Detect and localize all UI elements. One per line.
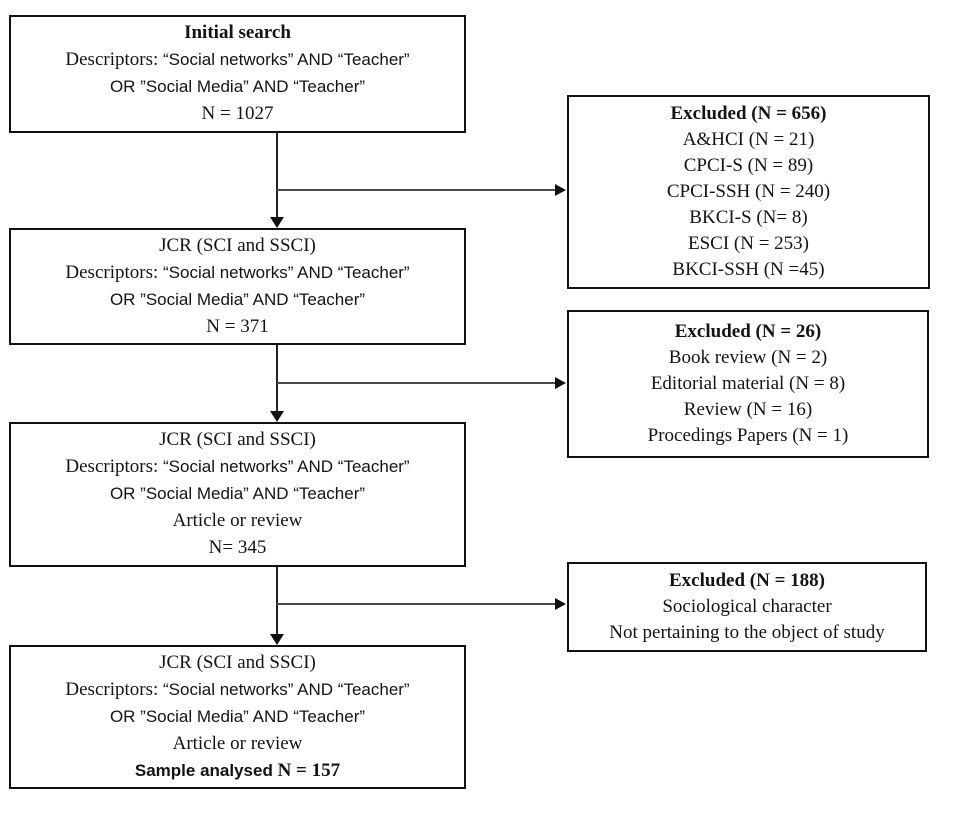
box-text-line: Excluded (N = 26) [675, 319, 821, 345]
flow-box-excluded-document-types: Excluded (N = 26) Book review (N = 2) Edit… [567, 310, 929, 458]
arrowhead-down-icon [270, 634, 284, 645]
box-text-line: Article or review [173, 731, 303, 758]
flow-box-jcr-article-review-345: JCR (SCI and SSCI) Descriptors: “Social n… [9, 422, 466, 567]
box-text-segment: OR ”Social Media” AND “Teacher” [109, 289, 366, 309]
box-text-segment: Editorial material (N = 8) [650, 373, 846, 394]
arrowhead-right-icon [555, 377, 566, 389]
flow-box-jcr-sci-ssci-371: JCR (SCI and SSCI) Descriptors: “Social n… [9, 228, 466, 345]
box-text-segment: N = 371 [206, 315, 269, 337]
box-text-segment: “Social networks” AND “Teacher” [163, 50, 410, 69]
box-text-segment: JCR (SCI and SSCI) [159, 651, 316, 673]
box-text-line: Book review (N = 2) [669, 345, 827, 371]
box-text-line: N = 371 [206, 314, 268, 341]
box-text-segment: OR ”Social Media” AND “Teacher” [109, 77, 366, 96]
box-text-segment: “Social networks” AND “Teacher” [163, 679, 410, 699]
box-text-segment: N = 1027 [201, 103, 274, 124]
box-text-segment: JCR (SCI and SSCI) [159, 429, 316, 450]
box-text-line: Excluded (N = 188) [669, 568, 825, 594]
box-text-line: Procedings Papers (N = 1) [648, 423, 849, 449]
box-text-segment: Descriptors: [65, 456, 164, 477]
box-text-line: A&HCI (N = 21) [683, 127, 815, 153]
box-text-line: ESCI (N = 253) [688, 231, 809, 257]
box-text-segment: CPCI-S (N = 89) [683, 155, 814, 176]
box-text-line: N= 345 [209, 535, 267, 562]
box-text-segment: N = 157 [277, 759, 341, 781]
box-text-line: Not pertaining to the object of study [609, 620, 884, 646]
box-text-line: Editorial material (N = 8) [651, 371, 845, 397]
arrowhead-right-icon [555, 184, 566, 196]
box-text-segment: Excluded (N = 26) [674, 321, 822, 342]
box-text-line: Excluded (N = 656) [671, 101, 827, 127]
connector-horizontal-2 [277, 382, 556, 384]
box-text-line: Descriptors: “Social networks” AND “Teac… [65, 454, 409, 481]
box-text-line: Descriptors: “Social networks” AND “Teac… [65, 47, 409, 74]
box-text-line: JCR (SCI and SSCI) [159, 650, 316, 677]
box-text-line: Article or review [173, 508, 303, 535]
box-text-segment: Sociological character [662, 596, 832, 617]
box-text-segment: Excluded (N = 188) [669, 570, 825, 591]
box-text-line: CPCI-S (N = 89) [684, 153, 813, 179]
box-text-segment: N= 345 [208, 537, 267, 558]
box-text-segment: Article or review [172, 732, 303, 754]
box-text-line: BKCI-S (N= 8) [689, 205, 807, 231]
box-text-segment: “Social networks” AND “Teacher” [163, 262, 410, 282]
box-text-segment: “Social networks” AND “Teacher” [163, 457, 410, 476]
box-text-line: OR ”Social Media” AND “Teacher” [110, 481, 365, 508]
box-text-segment: Sample analysed [134, 760, 278, 780]
connector-vertical-1 [276, 133, 278, 218]
box-text-segment: A&HCI (N = 21) [682, 129, 815, 150]
box-text-segment: Descriptors: [65, 49, 164, 70]
box-text-line: CPCI-SSH (N = 240) [667, 179, 830, 205]
box-text-segment: Excluded (N = 656) [670, 103, 827, 124]
connector-horizontal-3 [277, 603, 556, 605]
box-text-segment: CPCI-SSH (N = 240) [666, 181, 831, 202]
box-text-segment: Not pertaining to the object of study [609, 622, 885, 643]
box-text-segment: ESCI (N = 253) [687, 233, 809, 254]
box-text-segment: Review (N = 16) [683, 399, 813, 420]
connector-vertical-3 [276, 567, 278, 635]
connector-vertical-2 [276, 345, 278, 413]
box-text-segment: BKCI-SSH (N =45) [672, 259, 825, 280]
box-text-line: Descriptors: “Social networks” AND “Teac… [65, 677, 409, 704]
box-text-line: BKCI-SSH (N =45) [672, 257, 824, 283]
arrowhead-down-icon [270, 217, 284, 228]
box-text-segment: JCR (SCI and SSCI) [159, 234, 316, 256]
connector-horizontal-1 [277, 189, 556, 191]
box-text-segment: Book review (N = 2) [668, 347, 828, 368]
arrowhead-right-icon [555, 598, 566, 610]
box-text-line: N = 1027 [202, 101, 274, 128]
box-text-line: Initial search [184, 20, 291, 47]
box-text-segment: OR ”Social Media” AND “Teacher” [109, 484, 366, 503]
box-text-segment: Descriptors: [65, 678, 164, 700]
flow-box-final-sample-157: JCR (SCI and SSCI) Descriptors: “Social n… [9, 645, 466, 789]
box-text-line: Sample analysed N = 157 [135, 758, 340, 785]
box-text-line: JCR (SCI and SSCI) [159, 427, 316, 454]
box-text-segment: Initial search [184, 22, 291, 43]
box-text-segment: Procedings Papers (N = 1) [647, 425, 849, 446]
box-text-line: Descriptors: “Social networks” AND “Teac… [65, 260, 409, 287]
box-text-line: Sociological character [662, 594, 831, 620]
box-text-line: OR ”Social Media” AND “Teacher” [110, 74, 365, 101]
box-text-line: Review (N = 16) [684, 397, 812, 423]
box-text-segment: OR ”Social Media” AND “Teacher” [109, 706, 366, 726]
arrowhead-down-icon [270, 411, 284, 422]
box-text-segment: BKCI-S (N= 8) [689, 207, 808, 228]
flow-box-excluded-databases: Excluded (N = 656) A&HCI (N = 21) CPCI-S (… [567, 95, 930, 289]
box-text-line: JCR (SCI and SSCI) [159, 233, 316, 260]
box-text-line: OR ”Social Media” AND “Teacher” [110, 704, 365, 731]
box-text-line: OR ”Social Media” AND “Teacher” [110, 287, 365, 314]
box-text-segment: Article or review [172, 510, 303, 531]
flow-box-excluded-scope: Excluded (N = 188) Sociological character… [567, 562, 927, 652]
box-text-segment: Descriptors: [65, 261, 164, 283]
